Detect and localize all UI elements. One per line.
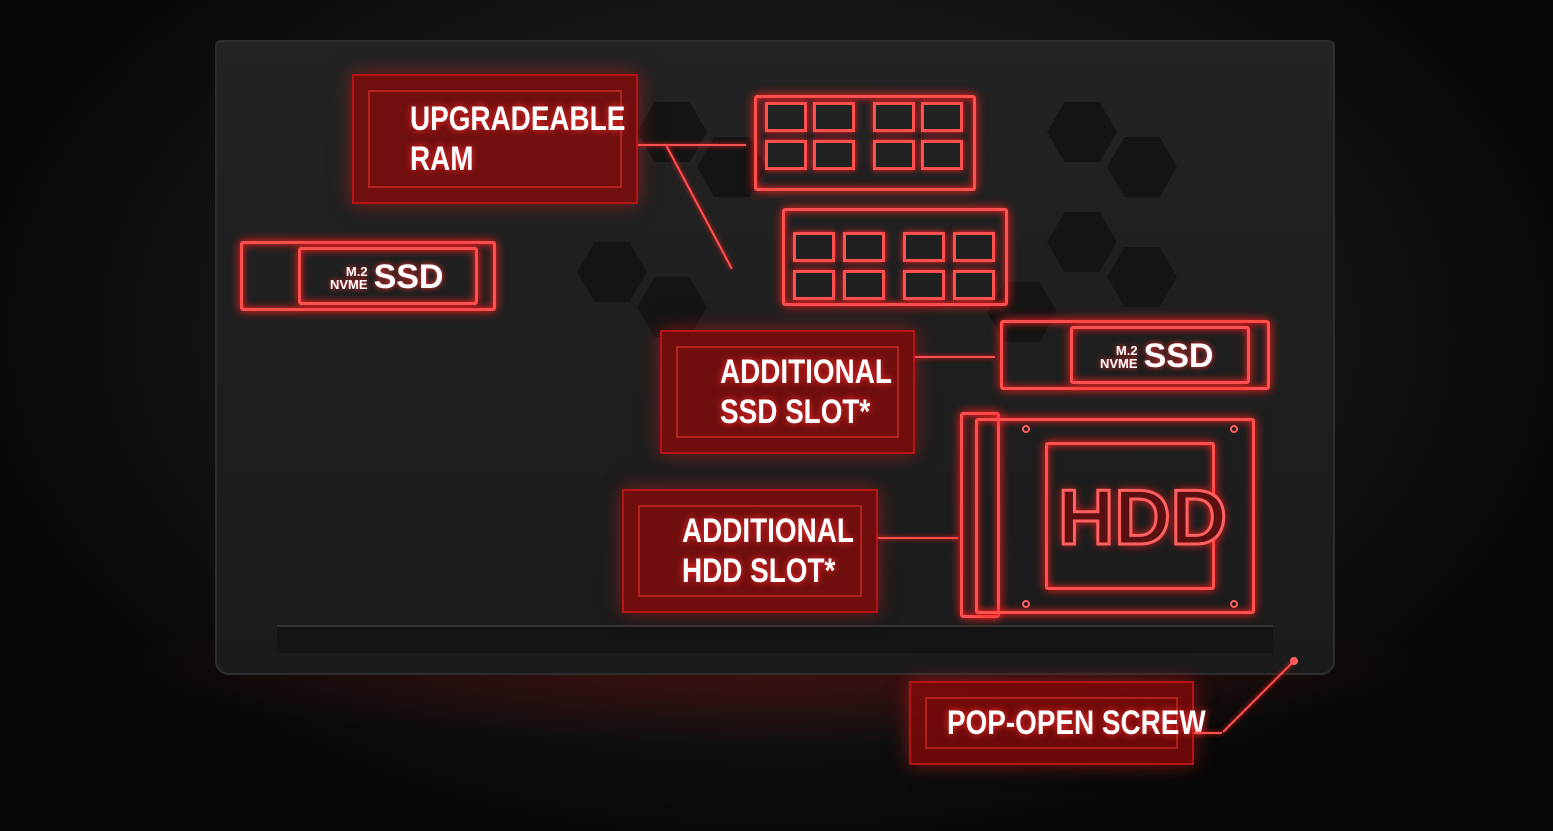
ssd-form-factor: M.2 — [1115, 342, 1138, 358]
ssd-interface: NVME — [330, 276, 368, 292]
connector-line — [638, 144, 746, 146]
connector-line — [915, 356, 995, 358]
label-line: ADDITIONAL — [720, 353, 892, 391]
ssd-interface: NVME — [1100, 355, 1138, 371]
label-line: SSD SLOT* — [720, 393, 871, 431]
laptop-bottom-bar — [277, 625, 1273, 653]
connector-line — [1194, 732, 1222, 734]
connector-line — [878, 537, 958, 539]
hdd-text: HDD — [1057, 472, 1229, 563]
screw-marker-icon — [1290, 657, 1298, 665]
pop-open-screw-label: POP-OPEN SCREW — [909, 681, 1206, 765]
label-line: HDD SLOT* — [682, 552, 836, 590]
ssd-form-factor: M.2 — [345, 263, 368, 279]
label-line: POP-OPEN SCREW — [947, 704, 1206, 742]
label-line: UPGRADEABLE — [410, 100, 626, 138]
ssd-name: SSD — [1143, 337, 1214, 375]
label-line: ADDITIONAL — [682, 512, 854, 550]
ssd-name: SSD — [373, 258, 444, 296]
label-line: RAM — [410, 140, 474, 178]
